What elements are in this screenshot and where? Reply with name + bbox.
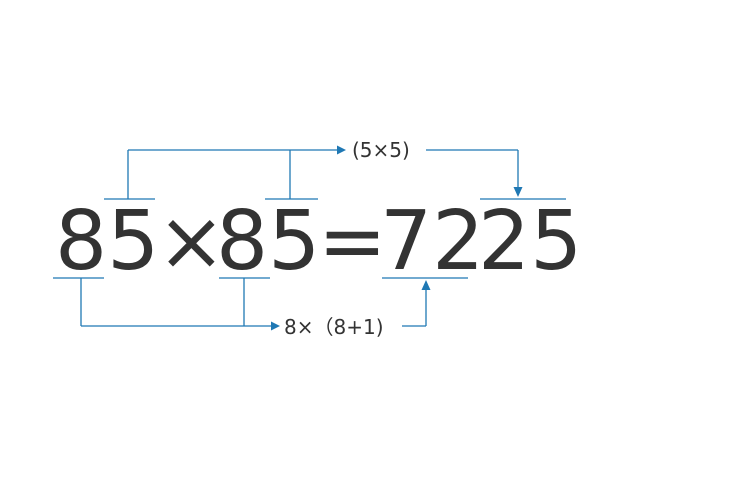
right-operand: 85 [216, 194, 320, 289]
top-arrow-into-label [337, 145, 346, 155]
bottom-arrow-into-label [271, 321, 280, 331]
bottom-arrow-into-result [421, 280, 431, 290]
bottom-bracket: 8×（8+1) [53, 277, 468, 339]
bottom-rule-label: 8×（8+1) [284, 315, 384, 339]
equation: 85 × 85 = 72 25 [55, 194, 582, 289]
left-operand: 85 [55, 194, 159, 289]
equals-sign: = [318, 194, 387, 289]
result-front-digits: 72 [380, 194, 484, 289]
result-back-digits: 25 [478, 194, 582, 289]
top-rule-label: (5×5) [352, 138, 410, 162]
times-sign: × [157, 194, 226, 289]
top-arrow-into-result [513, 187, 523, 197]
top-bracket: (5×5) [104, 138, 566, 200]
